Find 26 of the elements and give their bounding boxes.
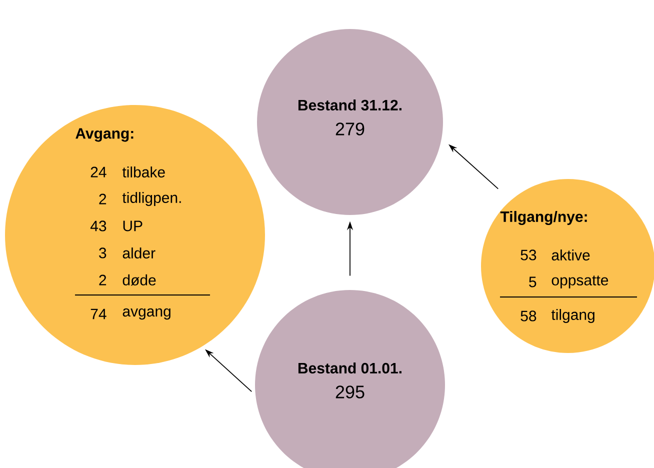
value: 279 [336,122,364,136]
number: 3 [99,248,106,258]
item-label: oppsatte [552,276,608,288]
number: 43 [90,220,106,232]
item-label: UP [123,220,142,232]
number: 74 [90,308,106,320]
item-label: avgang [122,308,170,320]
number: 24 [90,166,106,178]
item-label: aktive [552,249,590,260]
number: 2 [99,194,106,204]
item-label: tilbake [122,166,165,178]
number: 58 [520,310,536,322]
number: 53 [520,250,536,260]
value: 295 [336,386,364,398]
item-label: tidligpen. [122,192,181,206]
item-label: alder [122,247,156,258]
number: 5 [529,276,536,288]
heading: Avgang: [76,128,134,142]
heading: Bestand 31.12. [298,99,402,111]
balance-circle [5,105,265,365]
heading: Tilgang/nye: [500,210,587,226]
item-label: døde [122,274,156,286]
item-label: tilgang [551,309,594,323]
balance-circle [257,29,443,215]
heading: Bestand 01.01. [298,362,402,374]
number: 2 [99,274,106,286]
